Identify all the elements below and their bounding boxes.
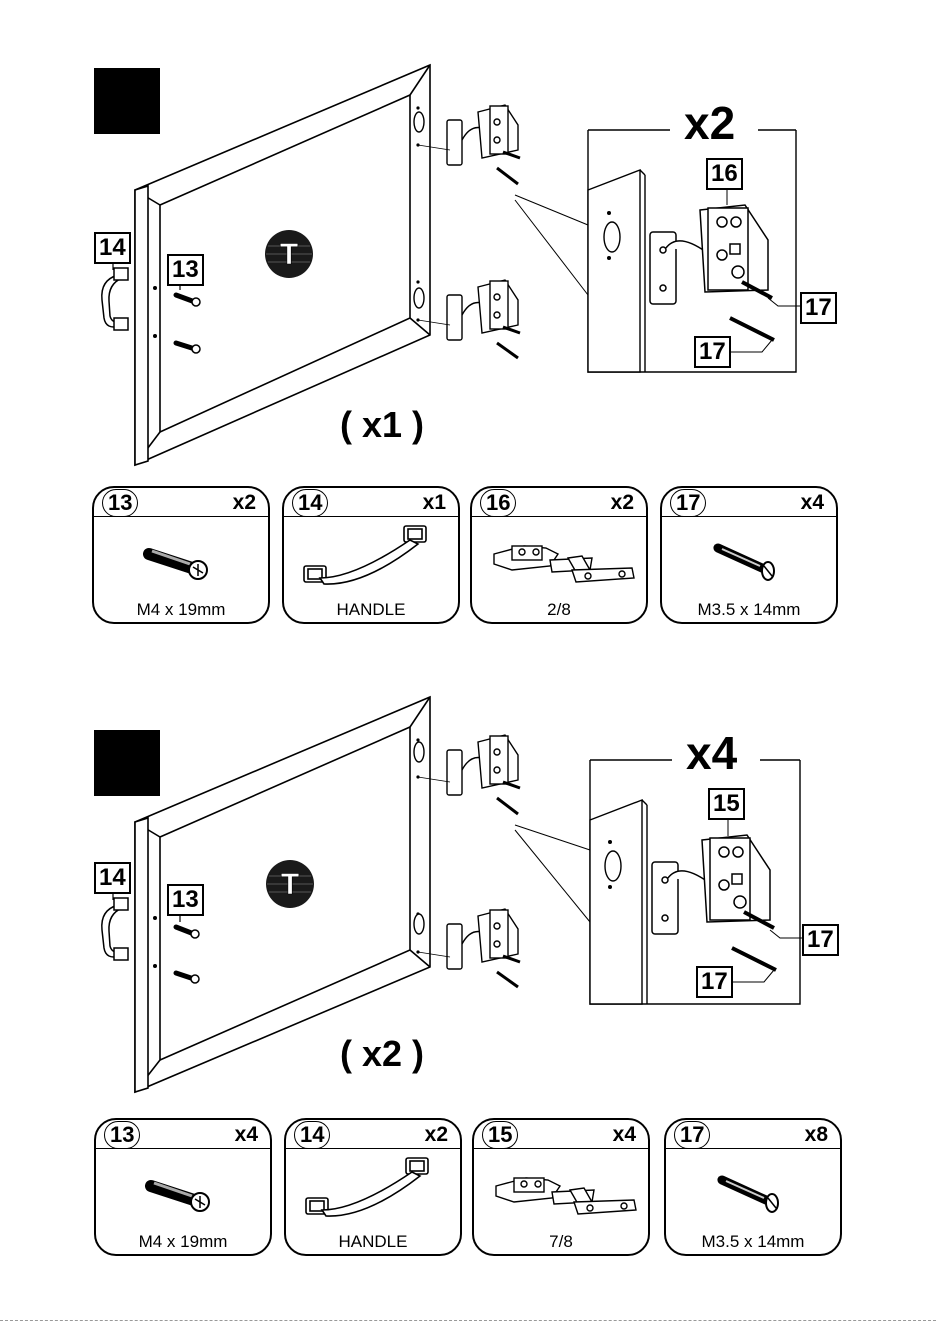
part-card: 13 x4 M4 x 19mm [94,1118,272,1256]
bolt-icon [96,1150,270,1240]
part-card: 17 x8 M3.5 x 14mm [664,1118,842,1256]
part-description: 2/8 [472,600,646,620]
part-number: 13 [102,489,138,517]
part-tag-handle: 14 [94,862,131,894]
part-count: x4 [801,490,824,516]
part-number: 16 [480,489,516,517]
part-tag-hinge: 15 [708,788,745,820]
part-count: x2 [425,1122,448,1148]
part-number: 17 [674,1121,710,1149]
part-card: 13 x2 M4 x 19mm [92,486,270,624]
part-number: 17 [670,489,706,517]
part-tag-hinge-screw-side: 17 [800,292,837,324]
part-description: M3.5 x 14mm [662,600,836,620]
part-card: 15 x4 7/8 [472,1118,650,1256]
part-tag-handle: 14 [94,232,131,264]
part-card: 14 x1 HANDLE [282,486,460,624]
part-description: M3.5 x 14mm [666,1232,840,1252]
bolt-icon [94,518,268,608]
handle-icon [286,1150,460,1240]
assembly-quantity: ( x1 ) [340,405,424,445]
handle-part [102,268,128,330]
part-tag-hinge-screw-side: 17 [802,924,839,956]
part-count: x1 [423,490,446,516]
part-card: 16 x2 2/8 [470,486,648,624]
part-number: 13 [104,1121,140,1149]
assembly-step-1: T [0,0,936,640]
part-count: x8 [805,1122,828,1148]
svg-text:T: T [280,238,298,271]
part-count: x2 [233,490,256,516]
door-mark-t-icon: T [266,860,314,908]
part-tag-bolt: 13 [167,254,204,286]
wood-screw-icon [666,1150,840,1240]
hinge-detail [652,835,776,970]
door-hinge-top [447,735,520,814]
part-description: M4 x 19mm [94,600,268,620]
door-mark-t-icon: T [265,230,313,278]
door-hinge-bottom [447,280,520,358]
assembly-quantity: ( x2 ) [340,1034,424,1074]
step-marker [94,730,160,796]
door-assembly-drawing: T [0,632,936,1112]
step-marker [94,68,160,134]
svg-text:T: T [281,868,299,901]
part-description: HANDLE [286,1232,460,1252]
hinge-multiplier: x4 [672,730,751,776]
part-number: 14 [294,1121,330,1149]
page-bottom-rule [0,1320,936,1321]
part-count: x2 [611,490,634,516]
wood-screw-icon [662,518,836,608]
part-card: 14 x2 HANDLE [284,1118,462,1256]
hinge-detail [650,205,774,340]
part-tag-hinge-screw-base: 17 [694,336,731,368]
handle-part [102,898,128,960]
hinge-icon [472,518,646,608]
part-tag-hinge: 16 [706,158,743,190]
handle-icon [284,518,458,608]
hinge-icon [474,1150,648,1240]
door-hinge-top [447,105,520,184]
part-count: x4 [613,1122,636,1148]
part-description: HANDLE [284,600,458,620]
part-number: 14 [292,489,328,517]
part-tag-hinge-screw-base: 17 [696,966,733,998]
part-card: 17 x4 M3.5 x 14mm [660,486,838,624]
part-description: 7/8 [474,1232,648,1252]
part-tag-bolt: 13 [167,884,204,916]
part-count: x4 [235,1122,258,1148]
assembly-step-2: T [0,632,936,1272]
hinge-multiplier: x2 [670,100,749,146]
part-description: M4 x 19mm [96,1232,270,1252]
part-number: 15 [482,1121,518,1149]
door-hinge-bottom [447,909,520,987]
